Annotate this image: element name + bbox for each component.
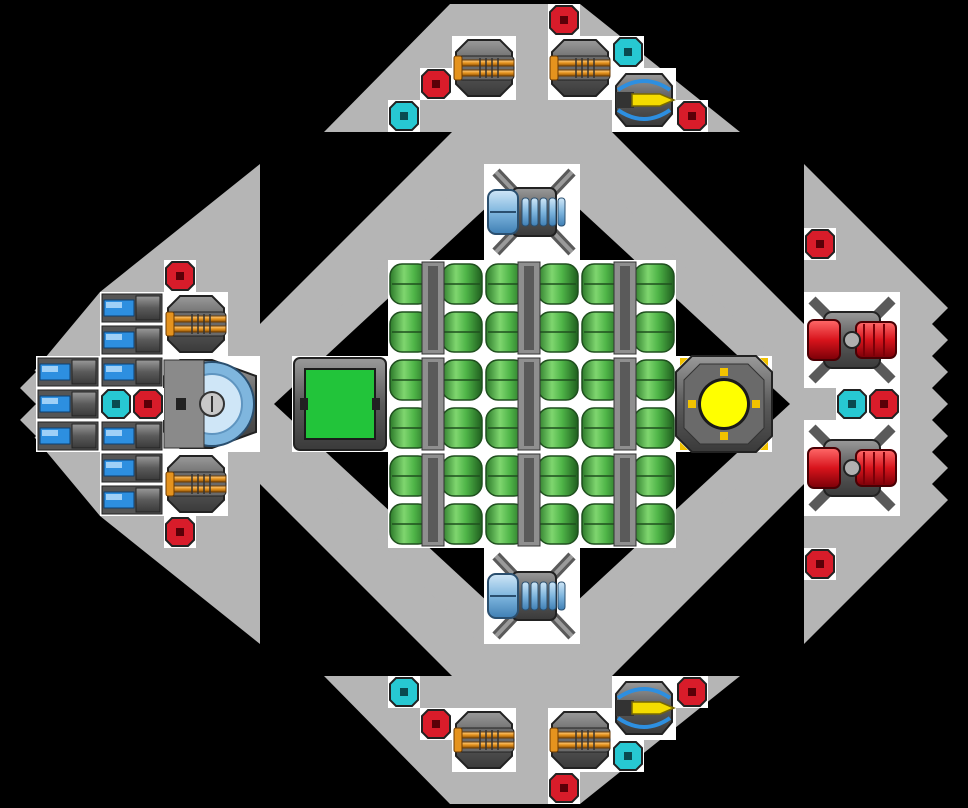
crew-icon[interactable] <box>836 388 868 420</box>
crew-icon[interactable] <box>388 676 420 708</box>
missile-icon[interactable] <box>615 681 676 735</box>
fuel-tank-icon[interactable] <box>581 261 675 355</box>
missile-icon[interactable] <box>615 73 676 127</box>
fuel-tank-array[interactable] <box>389 261 675 547</box>
crew-icon[interactable] <box>612 740 644 772</box>
fuel-tank-icon[interactable] <box>485 453 579 547</box>
armor-plate-icon[interactable] <box>868 388 900 420</box>
armor-plate-icon[interactable] <box>164 516 196 548</box>
armor-plate-icon[interactable] <box>164 260 196 292</box>
crew-icon[interactable] <box>100 388 132 420</box>
armor-plate-icon[interactable] <box>548 4 580 36</box>
thruster-icon[interactable] <box>101 325 163 355</box>
reactor-icon[interactable] <box>675 355 773 453</box>
armor-plate-icon[interactable] <box>420 708 452 740</box>
fuel-tank-icon[interactable] <box>389 357 483 451</box>
armor-plate-icon[interactable] <box>548 772 580 804</box>
fuel-tank-icon[interactable] <box>389 261 483 355</box>
armor-plate-icon[interactable] <box>676 676 708 708</box>
armor-plate-icon[interactable] <box>132 388 164 420</box>
crew-icon[interactable] <box>612 36 644 68</box>
thruster-icon[interactable] <box>101 421 163 451</box>
armor-plate-icon[interactable] <box>420 68 452 100</box>
fuel-tank-icon[interactable] <box>485 357 579 451</box>
thruster-icon[interactable] <box>101 453 163 483</box>
cannon-icon[interactable] <box>549 39 611 97</box>
cannon-icon[interactable] <box>453 711 515 769</box>
laser-turret-icon[interactable] <box>807 424 897 512</box>
armor-plate-icon[interactable] <box>804 228 836 260</box>
fuel-tank-icon[interactable] <box>485 261 579 355</box>
armor-plate-icon[interactable] <box>676 100 708 132</box>
crew-and-armor-tiles[interactable] <box>100 4 900 804</box>
fuel-tank-icon[interactable] <box>581 357 675 451</box>
thruster-icon[interactable] <box>101 485 163 515</box>
ion-turret-icon[interactable] <box>487 168 576 256</box>
fuel-tank-icon[interactable] <box>389 453 483 547</box>
cannon-icon[interactable] <box>549 711 611 769</box>
thruster-icon[interactable] <box>37 421 99 451</box>
ion-turret-icon[interactable] <box>487 552 576 640</box>
laser-turret-icon[interactable] <box>807 296 897 384</box>
shield-dome-icon[interactable] <box>154 359 257 449</box>
cannon-icon[interactable] <box>453 39 515 97</box>
armor-plate-icon[interactable] <box>804 548 836 580</box>
cockpit-icon[interactable] <box>293 357 387 451</box>
thruster-icon[interactable] <box>37 389 99 419</box>
thruster-icon[interactable] <box>37 357 99 387</box>
fuel-tank-icon[interactable] <box>581 453 675 547</box>
cannon-icon[interactable] <box>165 295 227 353</box>
cannon-icon[interactable] <box>165 455 227 513</box>
thruster-icon[interactable] <box>101 293 163 323</box>
crew-icon[interactable] <box>388 100 420 132</box>
thruster-icon[interactable] <box>101 357 163 387</box>
